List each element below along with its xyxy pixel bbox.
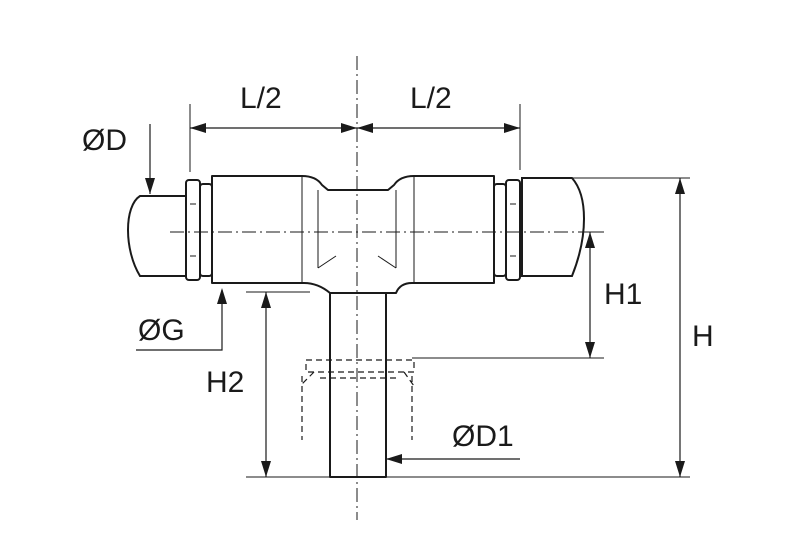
og-label: ØG [138,314,185,347]
od-label: ØD [82,124,127,157]
right-collet-inner [493,183,507,277]
l-half-left-label: L/2 [240,82,282,115]
stem [329,292,387,478]
right-collet-outer [505,179,521,281]
h1-label: H1 [604,278,642,311]
h2-label: H2 [206,366,244,399]
tee-body [211,175,495,294]
left-collet-outer [185,179,201,281]
h-label: H [692,320,714,353]
left-tube [127,195,191,277]
od1-label: ØD1 [452,420,514,453]
right-tube [521,177,585,277]
og-leader [136,290,223,351]
l-half-right-label: L/2 [410,82,452,115]
left-collet-inner [199,183,213,277]
hidden-socket [299,359,415,440]
